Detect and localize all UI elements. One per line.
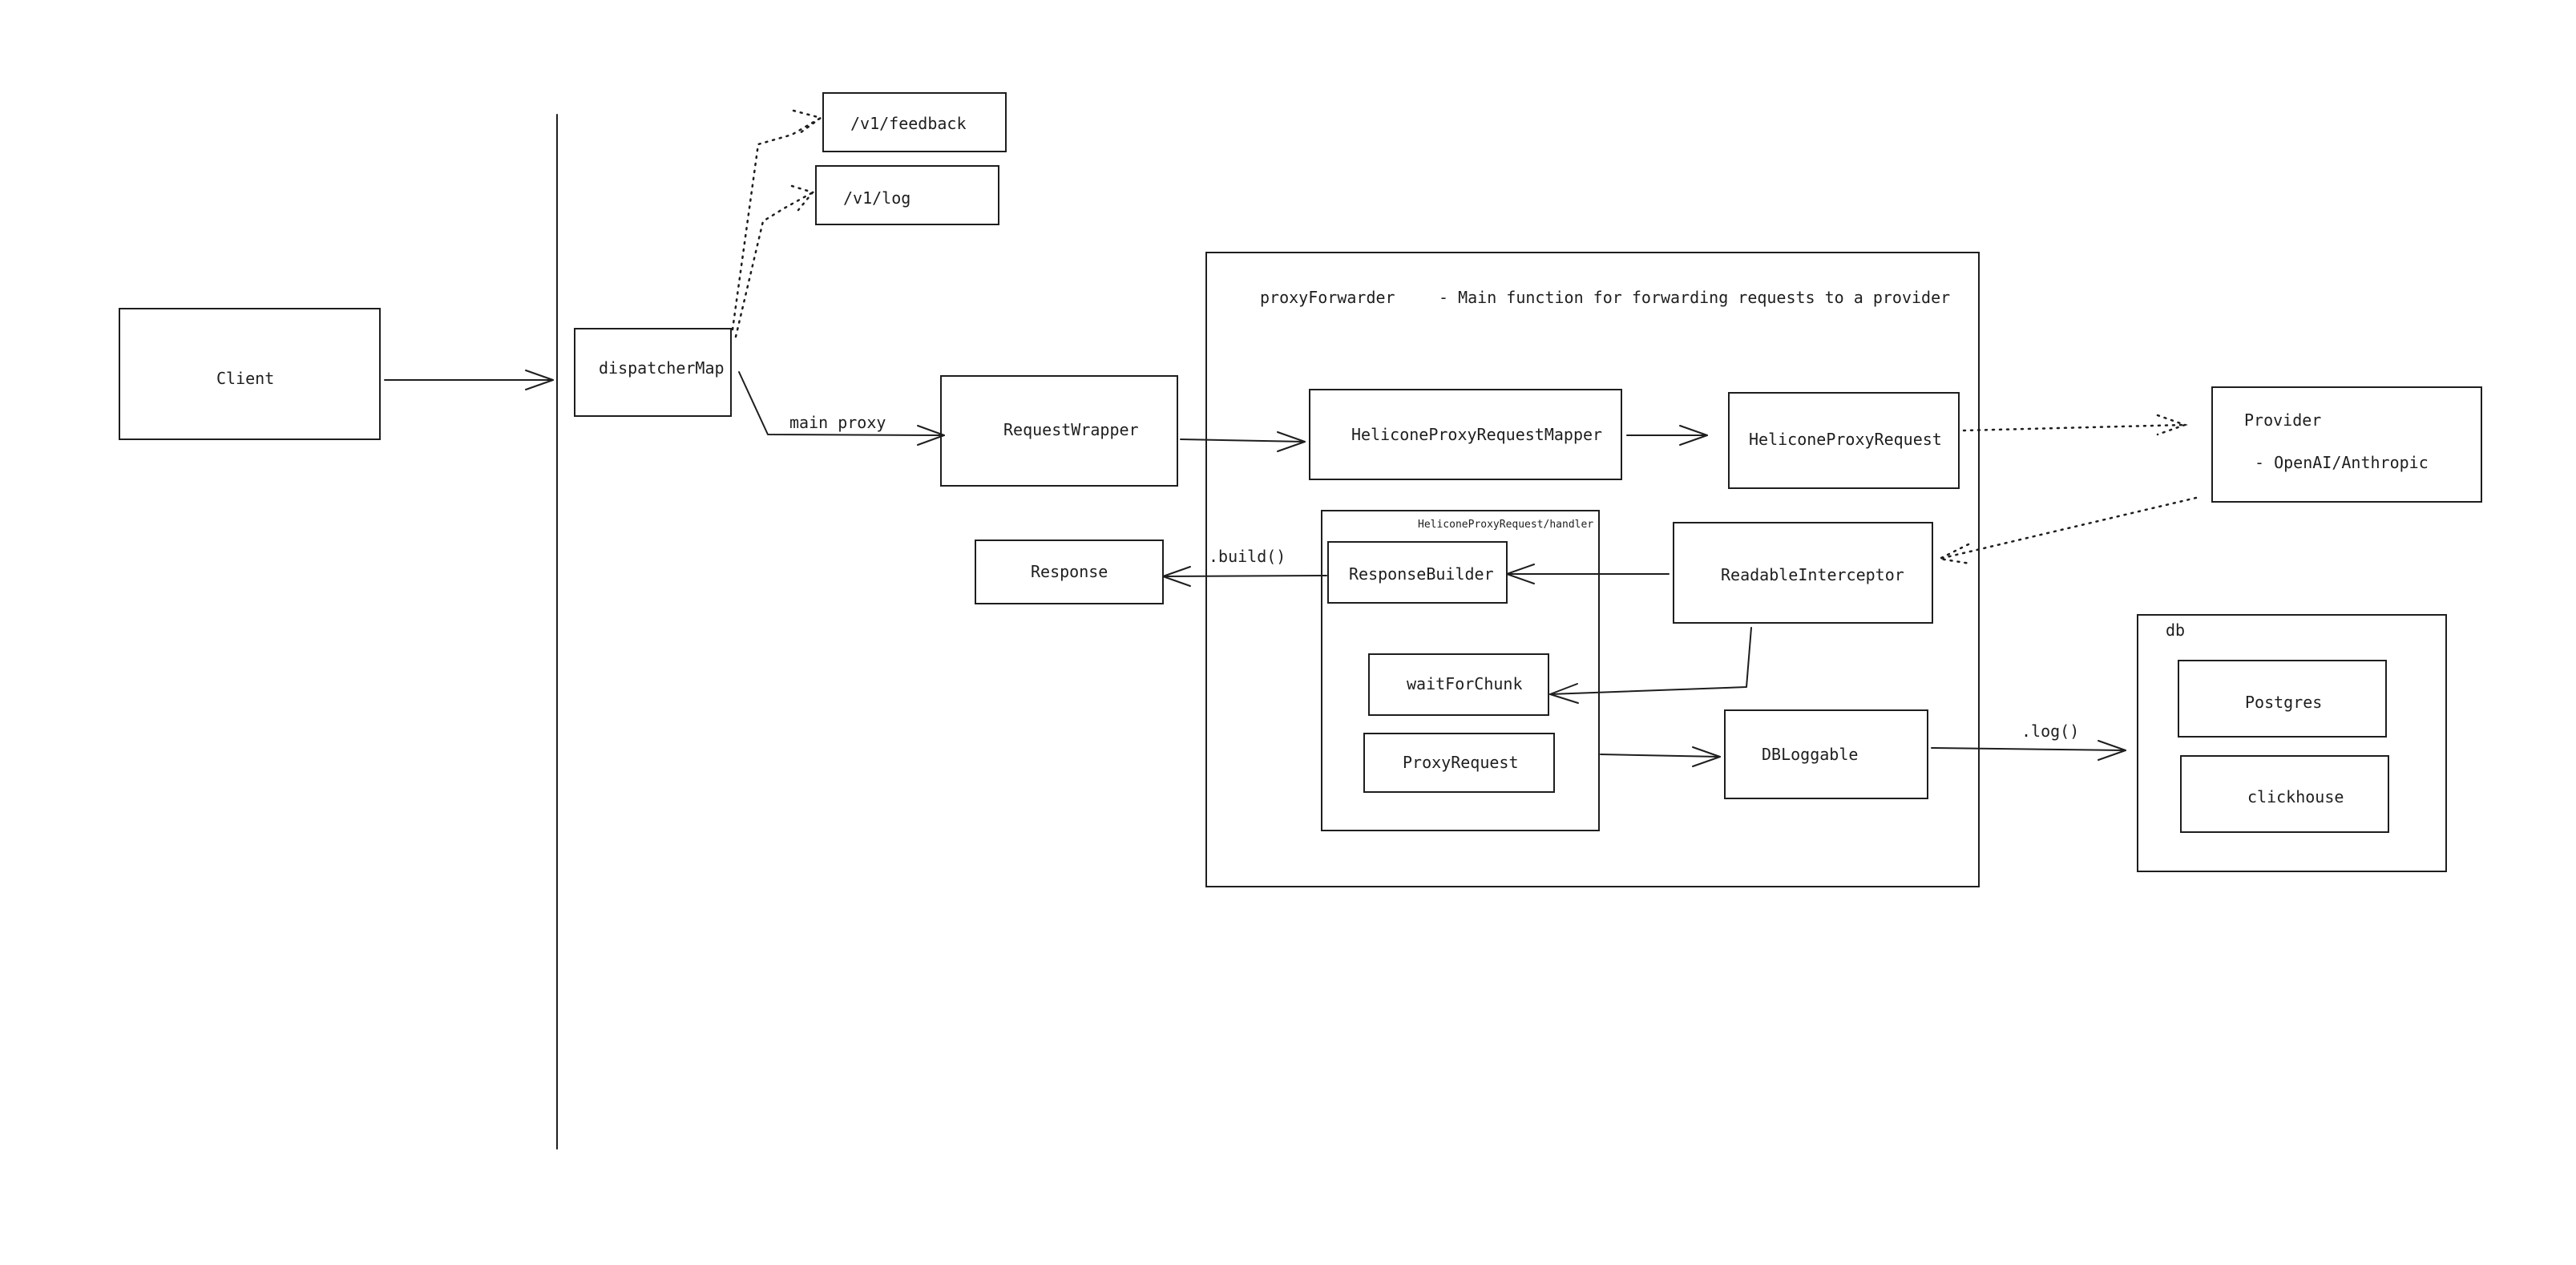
helicone-proxy-request-mapper-label: HeliconeProxyRequestMapper bbox=[1351, 425, 1602, 444]
helicone-proxy-request-label: HeliconeProxyRequest bbox=[1749, 430, 1942, 449]
client-node[interactable]: Client bbox=[119, 308, 381, 440]
arrow-interceptor-to-wait-for-chunk bbox=[1549, 627, 1752, 704]
dispatcher-map-node[interactable]: dispatcherMap bbox=[574, 328, 732, 417]
arrow-wrapper-to-mapper bbox=[1180, 431, 1306, 452]
request-wrapper-node[interactable]: RequestWrapper bbox=[940, 375, 1178, 487]
build-edge-label: .build() bbox=[1209, 547, 1286, 566]
v1-feedback-node[interactable]: /v1/feedback bbox=[822, 92, 1007, 152]
arrow-builder-to-response: .build() bbox=[1162, 547, 1327, 587]
proxy-forwarder-container[interactable]: proxyForwarder - Main function for forwa… bbox=[1205, 252, 1980, 887]
response-builder-node[interactable]: ResponseBuilder bbox=[1327, 541, 1508, 604]
arrow-dispatcher-main-proxy: main proxy bbox=[738, 371, 945, 446]
postgres-node[interactable]: Postgres bbox=[2178, 660, 2387, 738]
response-label: Response bbox=[1031, 562, 1108, 581]
readable-interceptor-node[interactable]: ReadableInterceptor bbox=[1673, 522, 1933, 624]
arrow-handler-to-dbloggable bbox=[1600, 746, 1721, 767]
arrow-interceptor-to-builder bbox=[1506, 564, 1670, 584]
client-label: Client bbox=[216, 369, 274, 388]
proxy-forwarder-title: proxyForwarder bbox=[1260, 288, 1395, 307]
wait-for-chunk-node[interactable]: waitForChunk bbox=[1368, 653, 1549, 716]
v1-log-node[interactable]: /v1/log bbox=[815, 165, 999, 225]
arrow-request-to-provider bbox=[1962, 414, 2188, 436]
clickhouse-label: clickhouse bbox=[2247, 787, 2344, 806]
clickhouse-node[interactable]: clickhouse bbox=[2180, 755, 2389, 833]
arrow-client-to-dispatcher bbox=[384, 370, 554, 390]
db-loggable-node[interactable]: DBLoggable bbox=[1724, 709, 1928, 799]
helicone-proxy-request-mapper-node[interactable]: HeliconeProxyRequestMapper bbox=[1309, 389, 1622, 480]
arrow-dispatcher-to-log bbox=[734, 184, 815, 338]
postgres-label: Postgres bbox=[2245, 693, 2322, 712]
response-builder-label: ResponseBuilder bbox=[1349, 564, 1494, 584]
response-node[interactable]: Response bbox=[975, 540, 1164, 604]
handler-group[interactable]: HeliconeProxyRequest/handler bbox=[1321, 510, 1600, 831]
helicone-proxy-request-node[interactable]: HeliconeProxyRequest bbox=[1728, 392, 1960, 489]
proxy-forwarder-description: - Main function for forwarding requests … bbox=[1439, 288, 1950, 307]
handler-group-label: HeliconeProxyRequest/handler bbox=[1418, 519, 1593, 531]
dispatcher-map-label: dispatcherMap bbox=[599, 358, 725, 378]
db-title: db bbox=[2166, 620, 2185, 640]
request-wrapper-label: RequestWrapper bbox=[1003, 420, 1139, 439]
arrow-provider-to-interceptor bbox=[1936, 496, 2198, 565]
arrow-dbloggable-to-db: .log() bbox=[1931, 721, 2126, 761]
readable-interceptor-label: ReadableInterceptor bbox=[1721, 565, 1904, 584]
arrow-dispatcher-to-feedback bbox=[731, 109, 823, 331]
proxy-request-node[interactable]: ProxyRequest bbox=[1363, 733, 1555, 793]
main-proxy-edge-label: main proxy bbox=[789, 413, 886, 432]
log-edge-label: .log() bbox=[2021, 721, 2079, 741]
wait-for-chunk-label: waitForChunk bbox=[1407, 674, 1523, 693]
provider-title: Provider bbox=[2244, 410, 2321, 430]
v1-log-label: /v1/log bbox=[843, 188, 910, 208]
db-container[interactable]: db bbox=[2137, 614, 2447, 872]
provider-description: - OpenAI/Anthropic bbox=[2255, 453, 2429, 472]
v1-feedback-label: /v1/feedback bbox=[850, 114, 967, 133]
provider-node[interactable]: Provider - OpenAI/Anthropic bbox=[2211, 386, 2482, 503]
db-loggable-label: DBLoggable bbox=[1762, 745, 1858, 764]
proxy-request-label: ProxyRequest bbox=[1403, 753, 1519, 772]
arrow-mapper-to-request bbox=[1626, 425, 1708, 446]
